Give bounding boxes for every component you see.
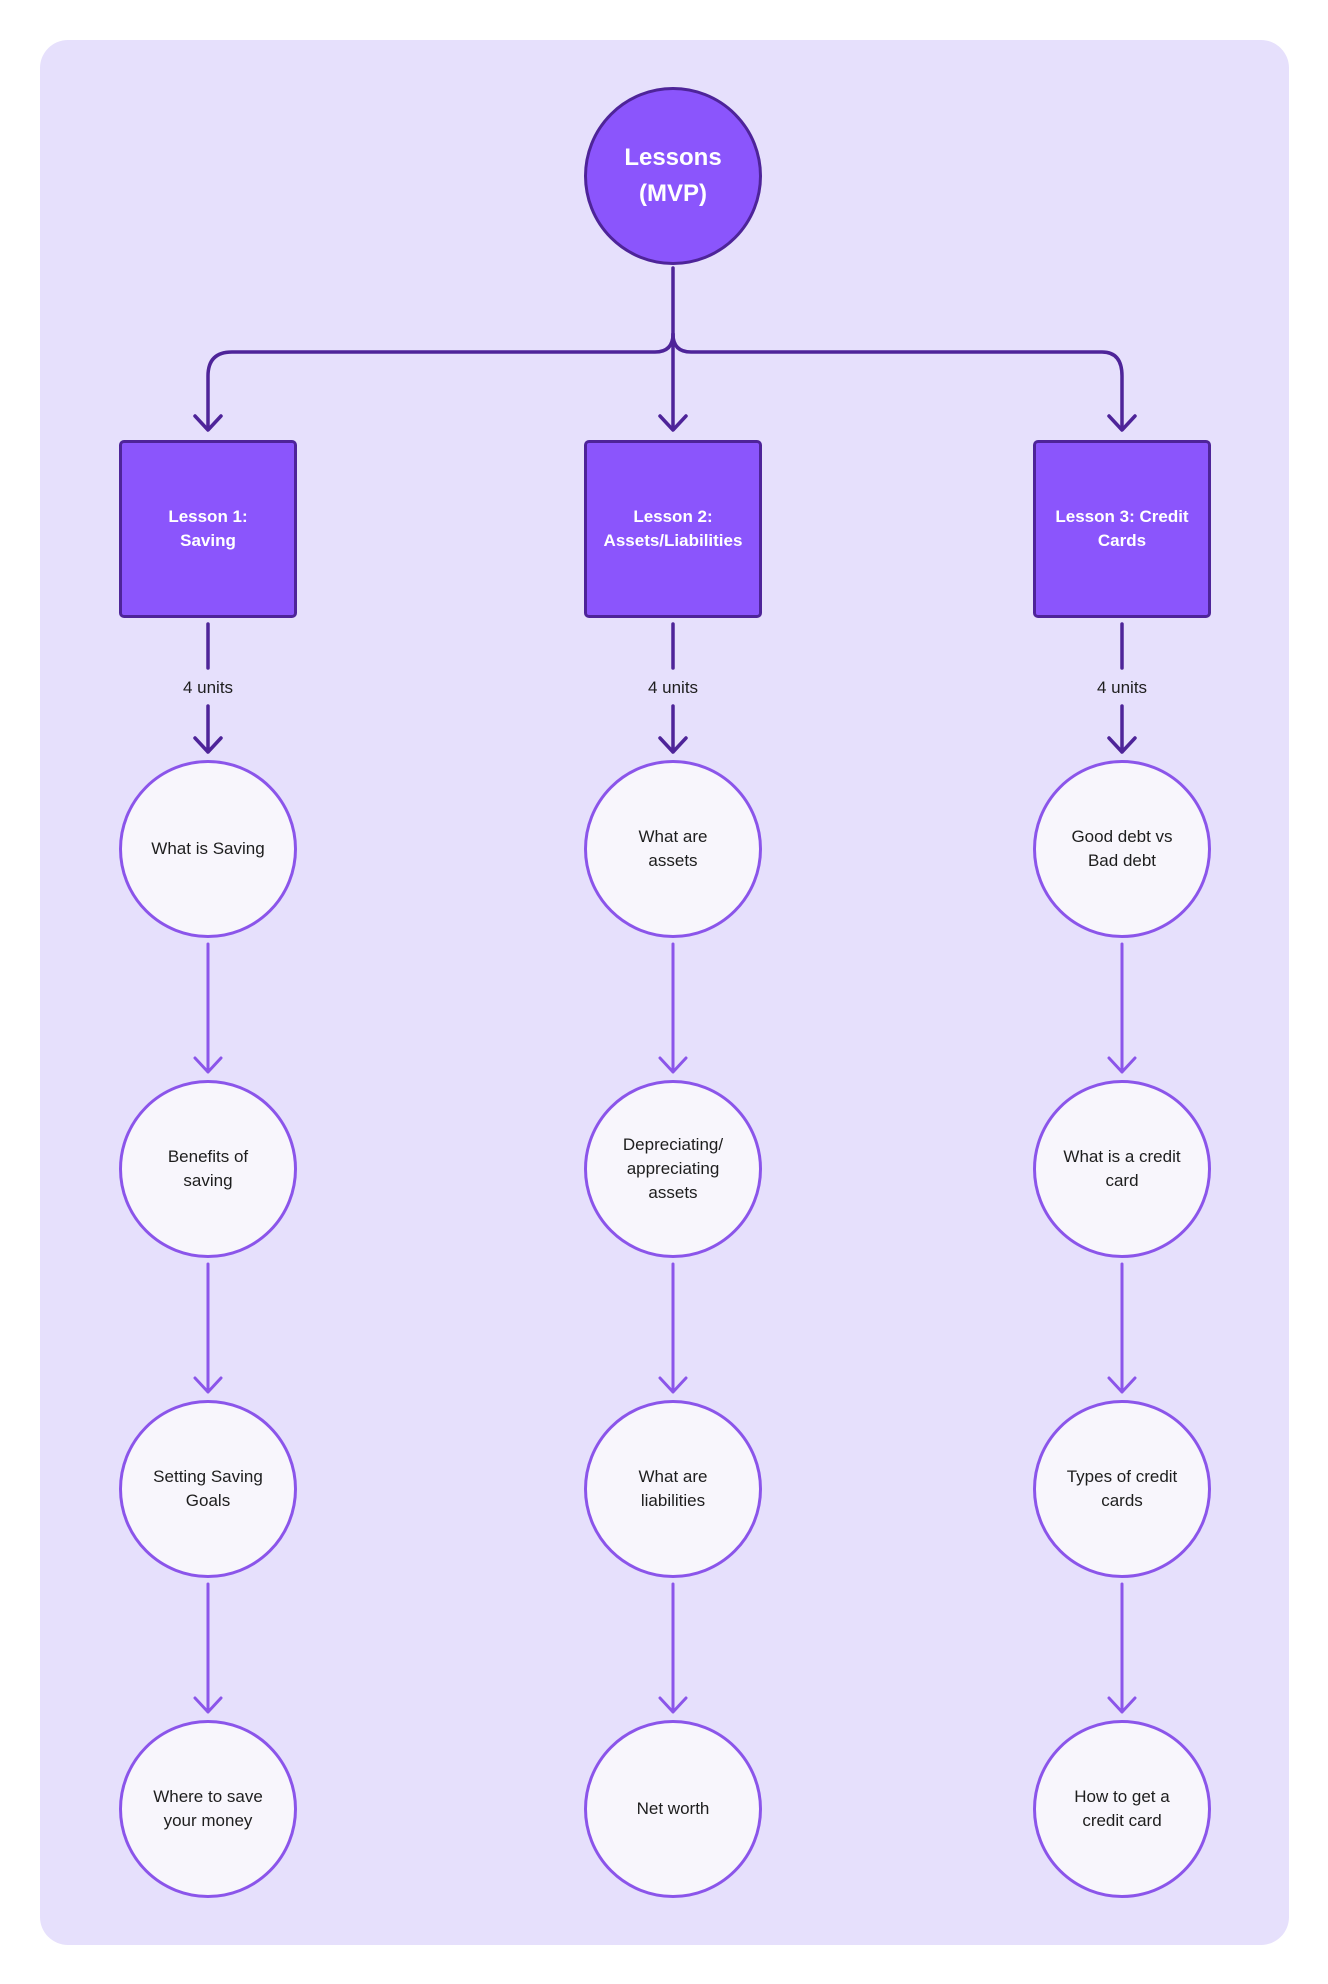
col-2-connector-2 — [658, 1262, 688, 1394]
lesson-3-node[interactable]: Lesson 3: Credit Cards — [1033, 440, 1211, 618]
unit-node-setting-saving-goals[interactable]: Setting Saving Goals — [119, 1400, 297, 1578]
root-node-label: Lessons (MVP) — [624, 144, 722, 207]
col-3-connector-3 — [1107, 1582, 1137, 1714]
col-2-connector-3 — [658, 1582, 688, 1714]
unit-label: How to get a credit card — [1074, 1787, 1170, 1830]
connector-to-lesson-3 — [671, 332, 1124, 430]
unit-node-depreciating-assets[interactable]: Depreciating/ appreciating assets — [584, 1080, 762, 1258]
unit-node-what-is-credit-card[interactable]: What is a credit card — [1033, 1080, 1211, 1258]
lesson-2-node[interactable]: Lesson 2: Assets/Liabilities — [584, 440, 762, 618]
col-3-connector-2 — [1107, 1262, 1137, 1394]
unit-node-what-is-saving[interactable]: What is Saving — [119, 760, 297, 938]
lesson-1-node[interactable]: Lesson 1: Saving — [119, 440, 297, 618]
arrowhead-lesson-3 — [1107, 414, 1137, 432]
lesson-2-unit-count: 4 units — [613, 673, 733, 703]
col-2-connector-1 — [658, 942, 688, 1074]
diagram-canvas — [40, 40, 1289, 1945]
unit-label: Benefits of saving — [167, 1147, 249, 1190]
unit-label: Depreciating/ appreciating assets — [622, 1135, 724, 1202]
arrowhead-lesson-1 — [193, 414, 223, 432]
unit-label: Net worth — [636, 1799, 710, 1818]
arrowhead-lesson-2 — [658, 414, 688, 432]
lesson-1-label: Lesson 1: Saving — [168, 507, 248, 550]
lesson-2-label: Lesson 2: Assets/Liabilities — [603, 507, 743, 550]
root-node-lessons-mvp[interactable]: Lessons (MVP) — [584, 87, 762, 265]
unit-node-benefits-of-saving[interactable]: Benefits of saving — [119, 1080, 297, 1258]
col-3-connector-1 — [1107, 942, 1137, 1074]
lesson-3-unit-count: 4 units — [1062, 673, 1182, 703]
unit-label: What is a credit card — [1063, 1147, 1181, 1190]
unit-node-where-to-save[interactable]: Where to save your money — [119, 1720, 297, 1898]
unit-label: Good debt vs Bad debt — [1071, 827, 1173, 870]
unit-connectors — [193, 942, 1137, 1714]
lesson-3-count-connector — [1107, 622, 1137, 754]
unit-node-what-are-liabilities[interactable]: What are liabilities — [584, 1400, 762, 1578]
unit-label: What are assets — [638, 827, 708, 870]
unit-node-how-to-get-credit-card[interactable]: How to get a credit card — [1033, 1720, 1211, 1898]
col-1-connector-1 — [193, 942, 223, 1074]
root-to-lessons-connector — [193, 266, 1137, 432]
unit-label: Types of credit cards — [1066, 1467, 1178, 1510]
unit-label: What are liabilities — [638, 1467, 708, 1510]
root-trunk — [206, 266, 675, 430]
unit-label: Where to save your money — [153, 1787, 263, 1830]
col-1-connector-2 — [193, 1262, 223, 1394]
unit-node-what-are-assets[interactable]: What are assets — [584, 760, 762, 938]
lesson-count-connectors — [193, 622, 1137, 754]
unit-label: Setting Saving Goals — [153, 1467, 263, 1510]
unit-node-net-worth[interactable]: Net worth — [584, 1720, 762, 1898]
lesson-1-unit-count: 4 units — [148, 673, 268, 703]
unit-label: What is Saving — [151, 839, 265, 858]
unit-node-good-vs-bad-debt[interactable]: Good debt vs Bad debt — [1033, 760, 1211, 938]
lesson-2-count-connector — [658, 622, 688, 754]
lesson-3-label: Lesson 3: Credit Cards — [1055, 507, 1189, 550]
lesson-1-count-connector — [193, 622, 223, 754]
col-1-connector-3 — [193, 1582, 223, 1714]
unit-node-types-of-credit-cards[interactable]: Types of credit cards — [1033, 1400, 1211, 1578]
